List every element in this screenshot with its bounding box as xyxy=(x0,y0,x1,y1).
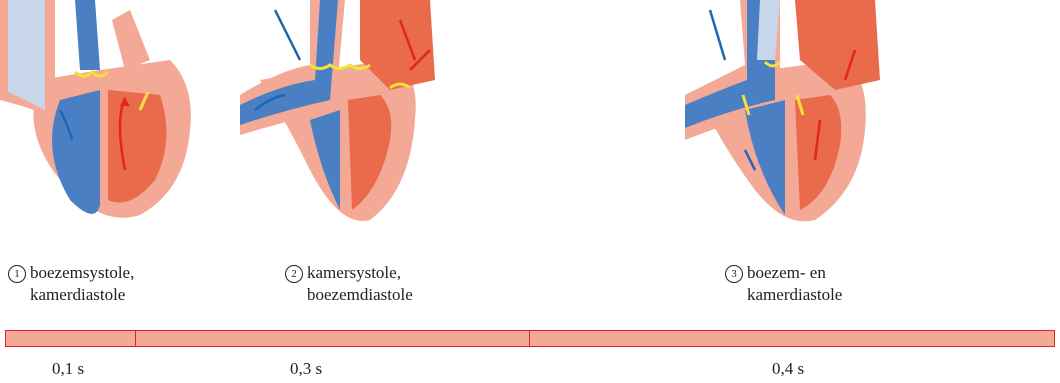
timeline-segment-phase-2 xyxy=(135,330,530,347)
phase-number: 3 xyxy=(725,265,743,283)
phase-label-line1: kamersystole, xyxy=(307,263,401,282)
right-ventricle xyxy=(52,90,100,214)
timeline-segment-phase-1 xyxy=(5,330,136,347)
vena-cava-lumen xyxy=(8,0,45,110)
phase-label-line1: boezemsystole, xyxy=(30,263,134,282)
duration-phase-3: 0,4 s xyxy=(772,359,804,379)
phase-label-line1: boezem- en xyxy=(747,263,826,282)
pulmonary xyxy=(112,10,150,70)
phase-number: 2 xyxy=(285,265,303,283)
heart-phase-3-illustration xyxy=(685,0,885,230)
cardiac-cycle-timeline xyxy=(5,330,1055,347)
duration-phase-2: 0,3 s xyxy=(290,359,322,379)
timeline-segment-phase-3 xyxy=(529,330,1055,347)
heart-phase-1-illustration xyxy=(0,0,200,230)
aorta xyxy=(75,0,100,70)
phase-label-line2: boezemdiastole xyxy=(285,284,413,306)
phase-number: 1 xyxy=(8,265,26,283)
phase-label-line2: kamerdiastole xyxy=(8,284,134,306)
flow-arrow xyxy=(275,10,300,60)
heart-phase-2-illustration xyxy=(240,0,450,230)
phase-label-line2: kamerdiastole xyxy=(725,284,842,306)
duration-phase-1: 0,1 s xyxy=(52,359,84,379)
flow-arrow xyxy=(710,10,725,60)
